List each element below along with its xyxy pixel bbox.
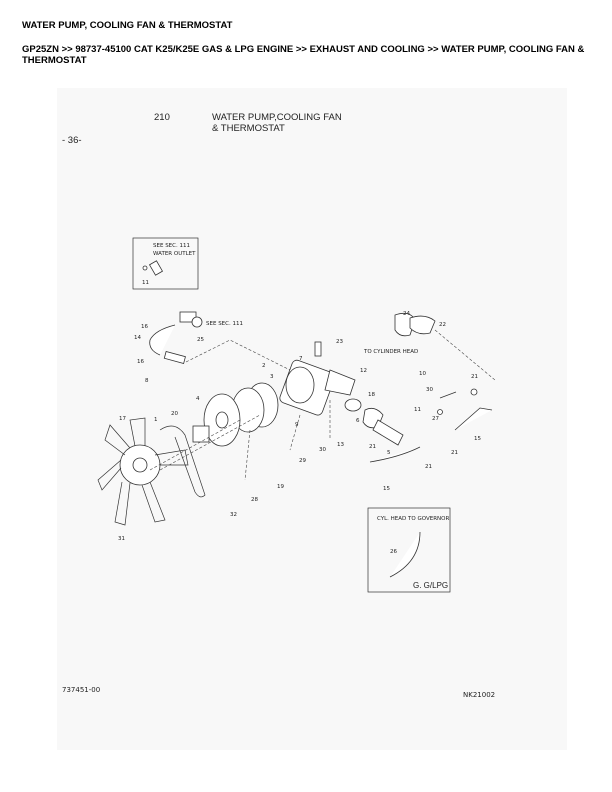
drawing-number: 737451-00 <box>62 686 100 694</box>
callout: 15 <box>383 486 390 492</box>
callout: 32 <box>230 512 237 518</box>
inset-governor: CYL. HEAD TO GOVERNOR 26 G. G/LPG <box>367 507 451 593</box>
callout: 11 <box>414 407 421 413</box>
callout: 11 <box>142 280 149 286</box>
callout: 28 <box>251 497 258 503</box>
inset-text: SEE SEC. 111 <box>153 243 190 249</box>
figure-code: NK21002 <box>463 691 495 699</box>
callout: 2 <box>262 363 266 369</box>
callout: 12 <box>360 368 367 374</box>
callout: 22 <box>439 322 446 328</box>
callout: 29 <box>299 458 306 464</box>
callout: 30 <box>319 447 326 453</box>
variant-label: G. G/LPG <box>413 581 448 590</box>
callout: 21 <box>425 464 432 470</box>
inset-text: WATER OUTLET <box>153 251 196 257</box>
page-number: - 36- <box>62 135 82 146</box>
callout: 16 <box>141 324 148 330</box>
callout: 20 <box>171 411 178 417</box>
callout: 23 <box>336 339 343 345</box>
callout: 26 <box>390 549 397 555</box>
callout: 17 <box>119 416 126 422</box>
callout: 27 <box>432 416 439 422</box>
callout: 3 <box>270 374 274 380</box>
callout: 6 <box>356 418 360 424</box>
parts-diagram <box>57 88 567 750</box>
callout: 8 <box>145 378 149 384</box>
callout: 21 <box>471 374 478 380</box>
callout: 4 <box>196 396 200 402</box>
callout: 19 <box>277 484 284 490</box>
diagram-title-2: & THERMOSTAT <box>212 123 285 134</box>
diagram-title-1: WATER PUMP,COOLING FAN <box>212 112 342 123</box>
callout: 21 <box>369 444 376 450</box>
callout: 16 <box>137 359 144 365</box>
callout: 9 <box>295 422 299 428</box>
callout: 18 <box>368 392 375 398</box>
page-title: WATER PUMP, COOLING FAN & THERMOSTAT <box>22 20 233 31</box>
callout: 13 <box>337 442 344 448</box>
callout: 15 <box>474 436 481 442</box>
callout: 24 <box>403 311 410 317</box>
callouts: 16 14 16 8 25 23 24 22 7 2 3 12 10 21 30… <box>118 311 481 542</box>
inset-text: CYL. HEAD TO GOVERNOR <box>377 516 449 522</box>
callout: 21 <box>451 450 458 456</box>
cooling-fan <box>97 417 189 526</box>
callout: 30 <box>426 387 433 393</box>
to-cylinder-head-label: TO CYLINDER HEAD <box>363 349 418 355</box>
callout: 25 <box>197 337 204 343</box>
inset-water-outlet: SEE SEC. 111 WATER OUTLET 11 <box>132 237 199 290</box>
callout: 5 <box>387 450 391 456</box>
callout: 7 <box>299 356 303 362</box>
callout: 10 <box>419 371 426 377</box>
callout: 14 <box>134 335 141 341</box>
callout: 1 <box>154 417 158 423</box>
section-number: 210 <box>154 112 170 123</box>
breadcrumb: GP25ZN >> 98737-45100 CAT K25/K25E GAS &… <box>22 44 585 66</box>
see-sec-label: SEE SEC. 111 <box>206 321 243 327</box>
callout: 31 <box>118 536 125 542</box>
